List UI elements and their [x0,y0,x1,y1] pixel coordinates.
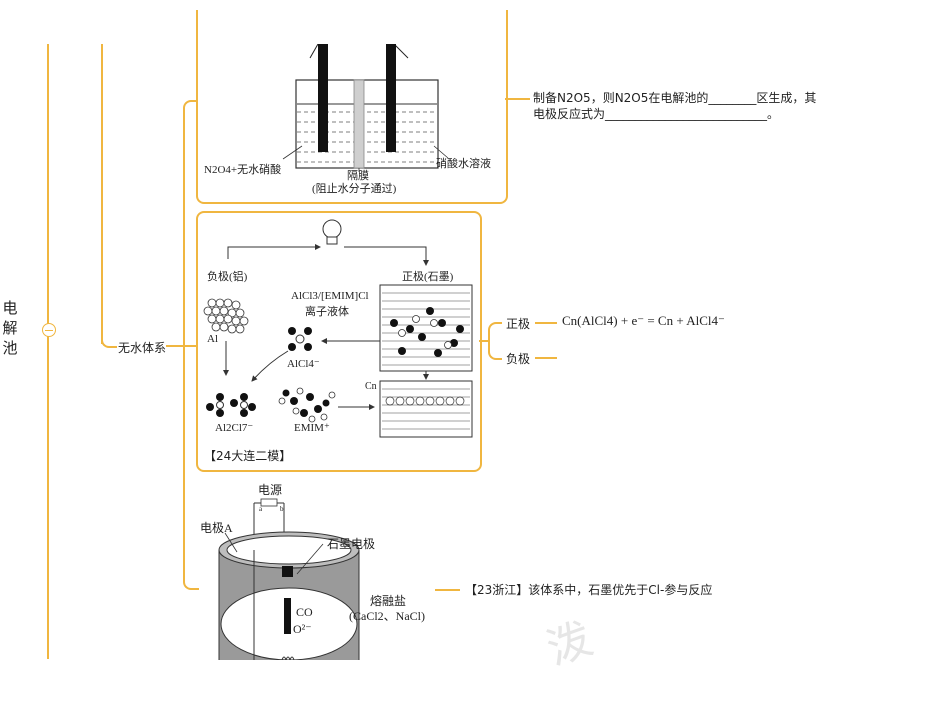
al2cl7-label: Al2Cl7⁻ [215,422,254,434]
collapse-toggle[interactable] [42,323,56,337]
cell1-right-label: 硝酸水溶液 [436,158,491,170]
cell1-membrane-label: 隔膜 [347,170,369,182]
al-label: Al [207,333,218,345]
battery-liquid-label2: 离子液体 [305,306,349,318]
pos-electrode-label: 正极 [506,317,531,331]
terminal-b-label: b [280,505,284,513]
branch-connector [101,44,103,344]
root-label-char: 电 [2,299,18,317]
children-spine [183,110,185,578]
molten-salt-label: 熔融盐 [370,594,407,608]
neg-electrode-label: 负极 [506,352,531,366]
zhejiang-note: 【23浙江】该体系中，石墨优先于Cl-参与反应 [465,583,713,597]
alcl4-label: AlCl4⁻ [287,358,320,370]
molten-salt-formula: (CaCl2、NaCl) [349,609,425,623]
root-spine [47,44,49,659]
electrode-curve-bottom [488,340,502,360]
battery-source-tag: 【24大连二模】 [204,449,292,463]
n2o5-note-line2: 电极反应式为___________________________。 [533,107,780,121]
root-node-label: 电 解 池 [2,298,18,358]
root-label-char: 解 [2,319,18,337]
battery-pos-label: 正极(石墨) [402,271,454,283]
battery-liquid-label1: AlCl3/[EMIM]Cl [291,290,369,302]
electrode-a-label: 电极A [200,521,233,535]
branch-connector-curve [101,330,117,348]
battery-to-electrodes [479,340,489,342]
power-source-label: 电源 [258,483,283,497]
cell1-membrane-note: (阻止水分子通过) [312,183,397,195]
al-battery-figure [203,219,473,438]
branch-to-children [166,345,184,347]
zhejiang-note-connector [435,589,460,591]
n2o5-cell-figure [282,44,449,172]
pos-electrode-equation: Cn(AlCl4) + e⁻ = Cn + AlCl4⁻ [562,313,725,328]
terminal-a-label: a [259,505,263,513]
child-connector-battery [184,345,198,347]
root-label-char: 池 [2,339,18,357]
watermark: 泼 [540,612,599,676]
battery-neg-label: 负极(铝) [207,271,248,283]
n2o5-note-connector [505,98,530,100]
electrode-curve-top [488,322,502,343]
cell1-left-label: N2O4+无水硝酸 [204,164,282,176]
child-curve-top [183,100,199,116]
emim-label: EMIM⁺ [294,422,330,434]
child-curve-bottom [183,574,199,590]
graphite-electrode-label: 石墨电极 [327,537,376,551]
o2-label: O²⁻ [293,622,312,636]
branch-label: 无水体系 [118,341,167,355]
molten-salt-cell-figure [218,498,360,660]
co-label: CO [296,605,313,619]
cn-label: Cn [365,381,377,392]
pos-equation-connector [535,322,557,324]
n2o5-note-line1: 制备N2O5，则N2O5在电解池的________区生成，其 [533,91,817,105]
neg-electrode-blank [535,357,557,359]
